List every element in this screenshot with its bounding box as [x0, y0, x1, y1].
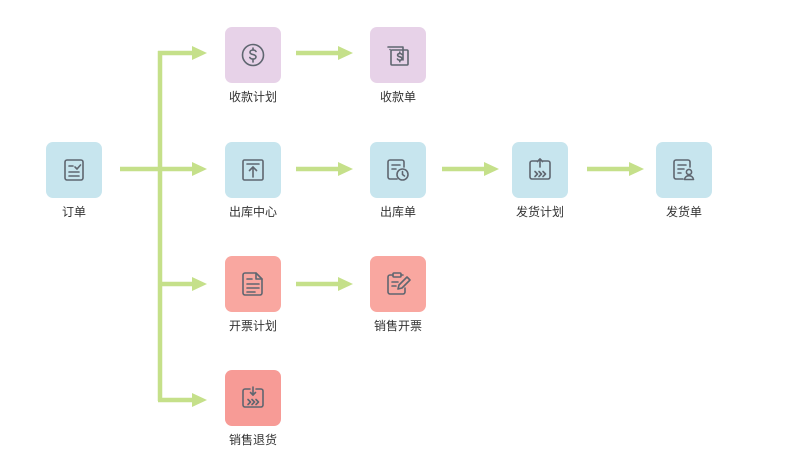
- arrow-to-sales-return-head: [192, 393, 207, 407]
- clipboard-edit-icon: [387, 272, 411, 295]
- arrow-to-invoice-plan-head: [192, 277, 207, 291]
- connector-lines: [120, 46, 644, 407]
- order-label: 订单: [61, 205, 86, 219]
- shipping-doc-tile[interactable]: [656, 142, 712, 198]
- node-invoice-plan[interactable]: 开票计划: [213, 256, 293, 342]
- receipt-plan-label: 收款计划: [228, 90, 277, 104]
- receipt-doc-tile[interactable]: [370, 27, 426, 83]
- shipping-doc-label: 发货单: [665, 205, 702, 219]
- invoice-plan-label: 开票计划: [228, 319, 277, 333]
- return-box-icon: [242, 386, 264, 408]
- arrow-outbound-center-to-outbound-doc-head: [338, 162, 353, 176]
- shipping-plan-icon: [529, 158, 551, 180]
- outbound-center-tile[interactable]: [225, 142, 281, 198]
- sales-invoice-tile[interactable]: [370, 256, 426, 312]
- node-outbound-doc[interactable]: 出库单: [358, 142, 438, 228]
- arrow-to-outbound-center-head: [192, 162, 207, 176]
- document-person-icon: [673, 159, 695, 181]
- node-sales-return[interactable]: 销售退货: [213, 370, 293, 456]
- stacked-cash-icon: [387, 46, 409, 66]
- node-receipt-doc[interactable]: 收款单: [358, 27, 438, 113]
- shipping-plan-label: 发货计划: [515, 205, 564, 219]
- node-outbound-center[interactable]: 出库中心: [213, 142, 293, 228]
- node-receipt-plan[interactable]: 收款计划: [213, 27, 293, 113]
- node-shipping-plan[interactable]: 发货计划: [500, 142, 580, 228]
- order-checklist-icon: [64, 159, 84, 181]
- sales-invoice-label: 销售开票: [373, 319, 422, 333]
- order-tile[interactable]: [46, 142, 102, 198]
- arrow-invoice-plan-to-sales-invoice-head: [338, 277, 353, 291]
- invoice-plan-tile[interactable]: [225, 256, 281, 312]
- node-order[interactable]: 订单: [34, 142, 114, 228]
- arrow-to-receipt-plan-head: [192, 46, 207, 60]
- receipt-plan-tile[interactable]: [225, 27, 281, 83]
- outbound-doc-tile[interactable]: [370, 142, 426, 198]
- outbound-center-label: 出库中心: [228, 205, 277, 219]
- arrow-outbound-doc-to-shipping-plan-head: [484, 162, 499, 176]
- sales-return-label: 销售退货: [228, 433, 277, 447]
- node-sales-invoice[interactable]: 销售开票: [358, 256, 438, 342]
- document-clock-icon: [387, 159, 409, 181]
- upload-box-icon: [242, 159, 264, 181]
- node-shipping-doc[interactable]: 发货单: [644, 142, 724, 228]
- outbound-doc-label: 出库单: [379, 205, 416, 219]
- arrow-receipt-plan-to-receipt-doc-head: [338, 46, 353, 60]
- dollar-coin-icon: [241, 43, 265, 67]
- receipt-doc-label: 收款单: [379, 90, 416, 104]
- shipping-plan-tile[interactable]: [512, 142, 568, 198]
- sales-return-tile[interactable]: [225, 370, 281, 426]
- arrow-shipping-plan-to-shipping-doc-head: [629, 162, 644, 176]
- invoice-document-icon: [242, 272, 263, 296]
